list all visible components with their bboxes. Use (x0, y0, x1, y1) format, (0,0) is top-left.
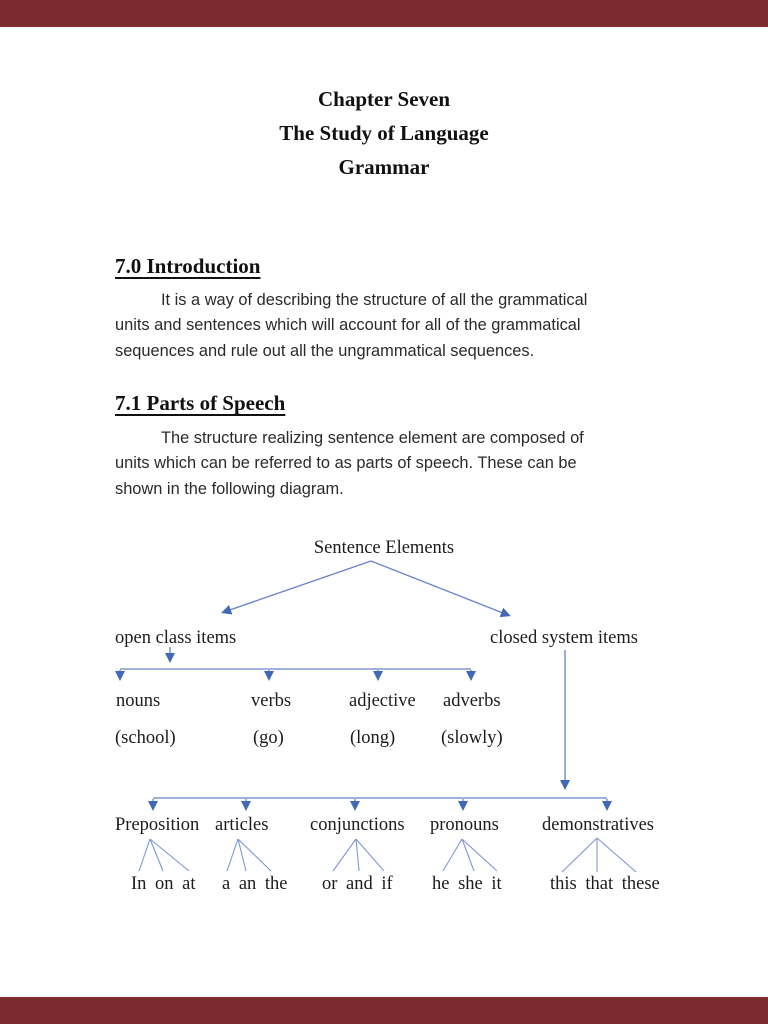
branch-right-arrow (370, 560, 511, 618)
paragraph-line: sequences and rule out all the ungrammat… (115, 341, 535, 360)
section-heading-introduction: 7.0 Introduction (115, 254, 261, 278)
node-nouns: nouns (116, 691, 161, 711)
node-conjunctions: conjunctions (310, 815, 405, 835)
doc-title-line-1: Chapter Seven (317, 87, 451, 111)
section-heading-parts-of-speech: 7.1 Parts of Speech (115, 391, 286, 415)
example-school: (school) (115, 728, 176, 748)
node-preposition: Preposition (115, 815, 200, 835)
open-class-items-label: open class items (115, 628, 237, 648)
fan-preposition (138, 838, 190, 872)
branch-left-arrow (221, 560, 372, 615)
fan-pronouns (442, 838, 498, 872)
doc-title-line-3: Grammar (338, 155, 430, 179)
node-articles: articles (215, 815, 269, 835)
examples-pronouns: he she it (432, 874, 502, 894)
viewer-top-bar (0, 0, 768, 27)
example-long: (long) (350, 728, 396, 748)
paragraph-line: The structure realizing sentence element… (161, 429, 584, 447)
node-adverbs: adverbs (443, 691, 501, 711)
fan-conjunctions (332, 838, 385, 872)
viewer-bottom-bar (0, 997, 768, 1024)
paragraph-line: units which can be referred to as parts … (115, 454, 577, 473)
examples-conjunctions: or and if (322, 874, 393, 894)
examples-preposition: In on at (131, 874, 196, 894)
examples-demonstratives: this that these (550, 874, 660, 894)
node-adjective: adjective (349, 691, 416, 711)
example-go: (go) (253, 728, 284, 748)
diagram-root-label: Sentence Elements (313, 538, 455, 558)
closed-system-items-label: closed system items (490, 628, 638, 648)
paragraph-line: units and sentences which will account f… (115, 316, 581, 335)
node-pronouns: pronouns (430, 815, 499, 835)
paragraph-line: shown in the following diagram. (115, 479, 344, 498)
introduction-paragraph: It is a way of describing the structure … (115, 288, 642, 364)
paragraph-line: It is a way of describing the structure … (161, 291, 588, 309)
node-verbs: verbs (251, 691, 292, 711)
doc-title-line-2: The Study of Language (279, 121, 489, 145)
fan-articles (226, 838, 272, 872)
node-demonstratives: demonstratives (542, 815, 655, 835)
fan-demonstratives (561, 837, 637, 873)
parts-of-speech-paragraph: The structure realizing sentence element… (115, 426, 642, 502)
examples-articles: a an the (222, 874, 288, 894)
example-slowly: (slowly) (441, 728, 503, 748)
